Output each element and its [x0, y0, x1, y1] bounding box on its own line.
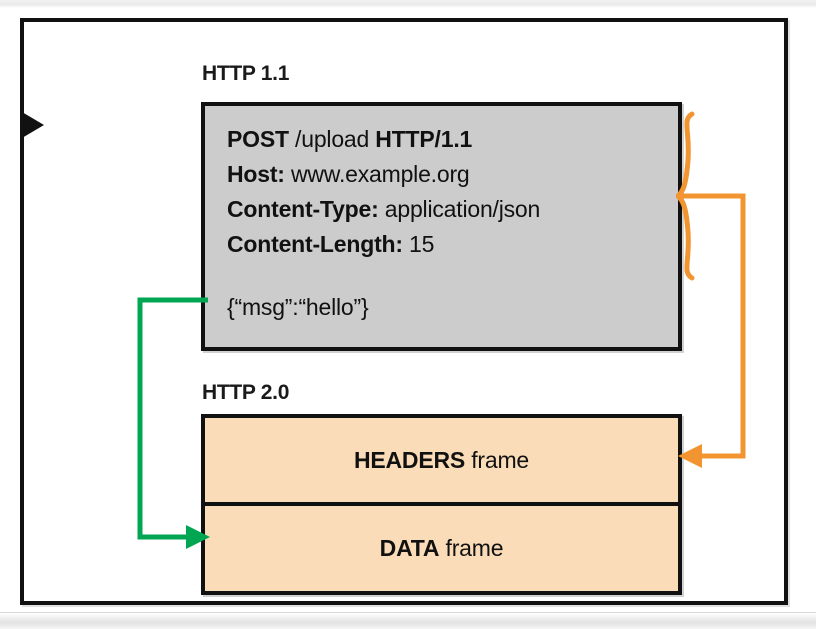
inbound-arrow-icon [22, 112, 44, 138]
http11-message-box: POST /upload HTTP/1.1 Host: www.example.… [201, 102, 682, 351]
data-frame-row: DATA frame [205, 506, 678, 591]
headers-frame-label: HEADERS frame [354, 447, 529, 474]
request-version: HTTP/1.1 [375, 126, 473, 152]
data-frame-suffix: frame [445, 535, 504, 561]
http11-section-label: HTTP 1.1 [202, 62, 290, 85]
http11-message-body: {“msg”:“hello”} [227, 294, 369, 320]
header-value-content-length: 15 [409, 231, 435, 257]
data-frame-label: DATA frame [380, 535, 504, 562]
http11-header-content-type: Content-Type: application/json [227, 192, 668, 227]
http11-request-line: POST /upload HTTP/1.1 [227, 122, 668, 157]
header-name-content-type: Content-Type: [227, 196, 379, 222]
http11-header-block: POST /upload HTTP/1.1 Host: www.example.… [227, 122, 668, 262]
header-name-content-length: Content-Length: [227, 231, 403, 257]
header-name-host: Host: [227, 161, 285, 187]
http11-header-content-length: Content-Length: 15 [227, 227, 668, 262]
http11-header-host: Host: www.example.org [227, 157, 668, 192]
headers-frame-suffix: frame [471, 446, 530, 473]
http20-section-label: HTTP 2.0 [202, 381, 290, 404]
figure-outer-frame: HTTP 1.1 POST /upload HTTP/1.1 Host: www… [20, 18, 788, 605]
page-bottom-edge [0, 612, 816, 629]
header-value-content-type: application/json [384, 196, 541, 222]
page-top-edge [0, 0, 816, 8]
http20-frames-box: HEADERS frame DATA frame [201, 414, 682, 595]
headers-frame-row: HEADERS frame [205, 418, 678, 506]
headers-to-headers-frame-connector [676, 111, 746, 468]
data-frame-name: DATA [379, 535, 440, 561]
request-method: POST [227, 126, 289, 152]
headers-frame-name: HEADERS [353, 446, 466, 473]
header-value-host: www.example.org [290, 161, 470, 187]
request-path: /upload [295, 126, 370, 152]
